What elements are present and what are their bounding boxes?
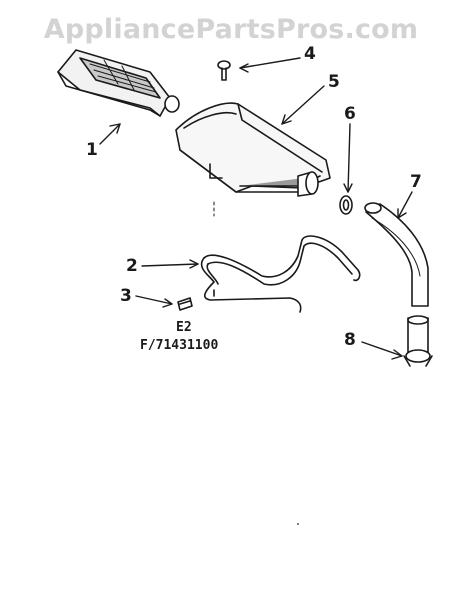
arrowhead-4 — [239, 63, 249, 73]
leader-4 — [239, 57, 301, 69]
callout-7: 7 — [410, 172, 422, 192]
section-code: E2 — [176, 320, 192, 335]
leader-lines — [99, 57, 413, 360]
arrowhead-6 — [343, 183, 353, 193]
leader-2 — [141, 263, 199, 267]
arrowhead-7 — [397, 208, 407, 219]
part-7-hose — [364, 202, 429, 307]
part-6-gasket — [339, 195, 353, 215]
arrowhead-5 — [281, 114, 292, 125]
leader-8 — [361, 341, 403, 357]
stray-dot — [297, 523, 299, 525]
part-1-filter-tray — [57, 49, 180, 117]
callout-6: 6 — [344, 104, 356, 124]
arrowhead-1 — [109, 123, 121, 134]
part-4-screw — [217, 60, 231, 81]
part-3-clip — [177, 297, 193, 311]
arrowhead-8 — [391, 349, 403, 360]
leader-3 — [135, 295, 173, 305]
arrowhead-2 — [189, 259, 199, 269]
part-5-filter-housing — [175, 102, 331, 217]
leader-1 — [99, 123, 121, 145]
leader-7 — [397, 191, 413, 219]
callout-8: 8 — [344, 330, 356, 350]
part-2-wire-harness — [200, 235, 361, 313]
part-8-clamp — [403, 315, 433, 367]
callout-2: 2 — [126, 256, 138, 276]
leader-6 — [347, 123, 351, 193]
figure-code: F/71431100 — [140, 338, 219, 353]
callout-4: 4 — [304, 44, 316, 64]
watermark: AppliancePartsPros.com — [43, 14, 419, 45]
callout-3: 3 — [120, 286, 132, 306]
arrowhead-3 — [162, 298, 173, 308]
leader-5 — [281, 85, 325, 125]
callout-5: 5 — [328, 72, 340, 92]
callout-1: 1 — [86, 140, 98, 160]
